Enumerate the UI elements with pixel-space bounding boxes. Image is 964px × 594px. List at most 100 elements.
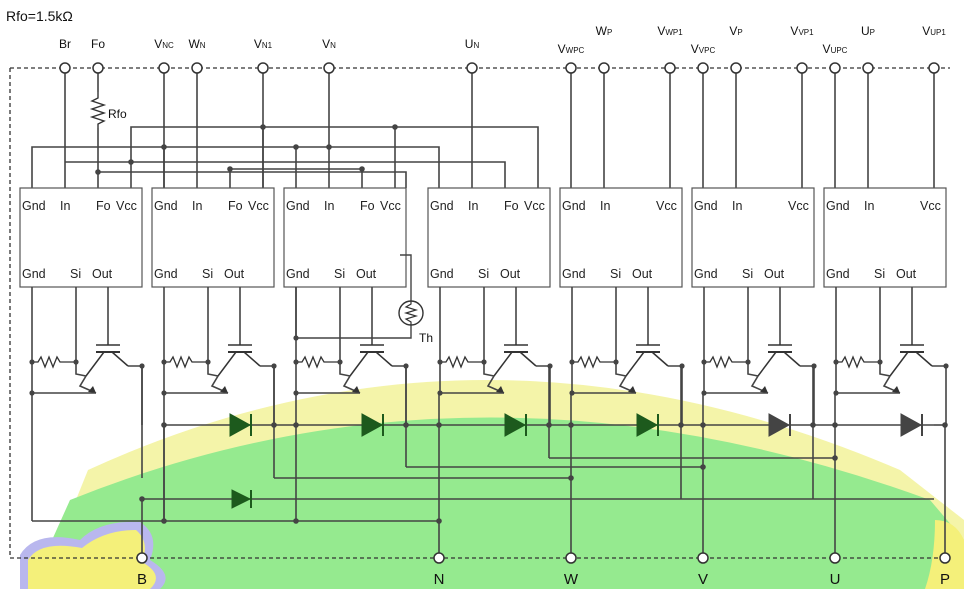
pin-label: Gnd: [694, 199, 718, 213]
terminal-label: Br: [59, 37, 71, 51]
pin-label: Out: [896, 267, 917, 281]
terminal-pad: [191, 62, 203, 74]
terminal-label: VNC: [154, 37, 174, 51]
top-terminal-8: VWPC: [558, 42, 585, 74]
top-terminal-4: WN: [188, 37, 206, 74]
top-terminal-11: VVPC: [691, 42, 716, 74]
top-terminal-15: UP: [861, 24, 875, 74]
pin-label: In: [468, 199, 478, 213]
pin-label: Gnd: [562, 199, 586, 213]
pin-label: Gnd: [430, 199, 454, 213]
thermistor: Th: [296, 254, 433, 345]
pin-label: Gnd: [286, 267, 310, 281]
pin-label: Fo: [228, 199, 243, 213]
terminal-label: VWP1: [657, 24, 683, 38]
pin-label: Gnd: [826, 199, 850, 213]
brake-diode: [231, 489, 252, 509]
rfo-label: Rfo: [108, 107, 127, 121]
rail-junctions: [139, 422, 948, 524]
pin-label: Fo: [360, 199, 375, 213]
terminal-label: W: [564, 571, 579, 588]
terminal-label: VUP1: [922, 24, 946, 38]
igbt-stage-1: [29, 287, 145, 425]
top-terminal-12: VP: [729, 24, 743, 74]
pin-label: Gnd: [826, 267, 850, 281]
terminal-pad: [257, 62, 269, 74]
pin-label: Gnd: [562, 267, 586, 281]
terminal-label: VVP1: [790, 24, 814, 38]
thermistor-label: Th: [419, 331, 433, 345]
freewheel-diode-4: [636, 413, 659, 437]
terminal-label: N: [434, 571, 445, 588]
pin-label: In: [324, 199, 334, 213]
pin-label: Vcc: [116, 199, 137, 213]
freewheel-diode-6: [900, 413, 923, 437]
pin-label: Out: [500, 267, 521, 281]
igbt-stage-7: [833, 287, 949, 425]
terminal-wires: [64, 72, 935, 188]
pin-label: In: [60, 199, 70, 213]
control-buses: [31, 126, 539, 188]
terminal-label: WP: [596, 24, 613, 38]
pin-label: Vcc: [380, 199, 401, 213]
top-terminal-10: VWP1: [657, 24, 683, 74]
terminal-pad: [598, 62, 610, 74]
top-terminal-9: WP: [596, 24, 613, 74]
pin-label: In: [864, 199, 874, 213]
pin-label: Out: [224, 267, 245, 281]
igbt-stage-2: [161, 287, 277, 425]
terminal-label: VUPC: [823, 42, 848, 56]
pin-label: Fo: [96, 199, 111, 213]
pin-label: Vcc: [788, 199, 809, 213]
terminal-label: Fo: [91, 37, 105, 51]
terminal-label: VN1: [254, 37, 273, 51]
terminal-pad: [862, 62, 874, 74]
top-terminal-16: VUP1: [922, 24, 946, 74]
bus-junctions: [95, 124, 398, 175]
pin-label: Si: [70, 267, 81, 281]
bottom-terminal-N: N: [433, 552, 445, 588]
terminal-pad: [730, 62, 742, 74]
bottom-terminal-U: U: [829, 552, 841, 588]
pin-label: Gnd: [430, 267, 454, 281]
pin-label: Out: [764, 267, 785, 281]
top-terminal-7: UN: [465, 37, 479, 74]
terminal-pad: [664, 62, 676, 74]
pin-label: Gnd: [154, 267, 178, 281]
terminal-pad: [928, 62, 940, 74]
pin-label: Gnd: [22, 267, 46, 281]
pin-label: Vcc: [656, 199, 677, 213]
freewheel-diode-1: [229, 413, 252, 437]
terminal-label: VVPC: [691, 42, 716, 56]
pin-label: Si: [742, 267, 753, 281]
terminal-pad: [158, 62, 170, 74]
terminal-label: VP: [729, 24, 742, 38]
pin-label: In: [192, 199, 202, 213]
terminal-pad: [697, 552, 709, 564]
pin-label: Si: [334, 267, 345, 281]
pin-label: In: [732, 199, 742, 213]
pin-label: Gnd: [154, 199, 178, 213]
pin-label: Gnd: [22, 199, 46, 213]
rfo-value-note: Rfo=1.5kΩ: [6, 8, 73, 24]
pin-label: Si: [610, 267, 621, 281]
freewheel-diode-5: [768, 413, 791, 437]
background-decoration: [20, 380, 964, 589]
yellow-blob: [28, 530, 156, 589]
pin-label: Gnd: [286, 199, 310, 213]
terminal-pad: [92, 62, 104, 74]
top-terminal-5: VN1: [254, 37, 273, 74]
bottom-terminal-B: B: [136, 552, 148, 588]
pin-label: Fo: [504, 199, 519, 213]
top-terminal-14: VUPC: [823, 42, 848, 74]
terminal-label: V: [698, 571, 708, 588]
pin-label: Gnd: [694, 267, 718, 281]
terminal-label: VWPC: [558, 42, 585, 56]
terminal-pad: [136, 552, 148, 564]
terminal-pad: [565, 62, 577, 74]
